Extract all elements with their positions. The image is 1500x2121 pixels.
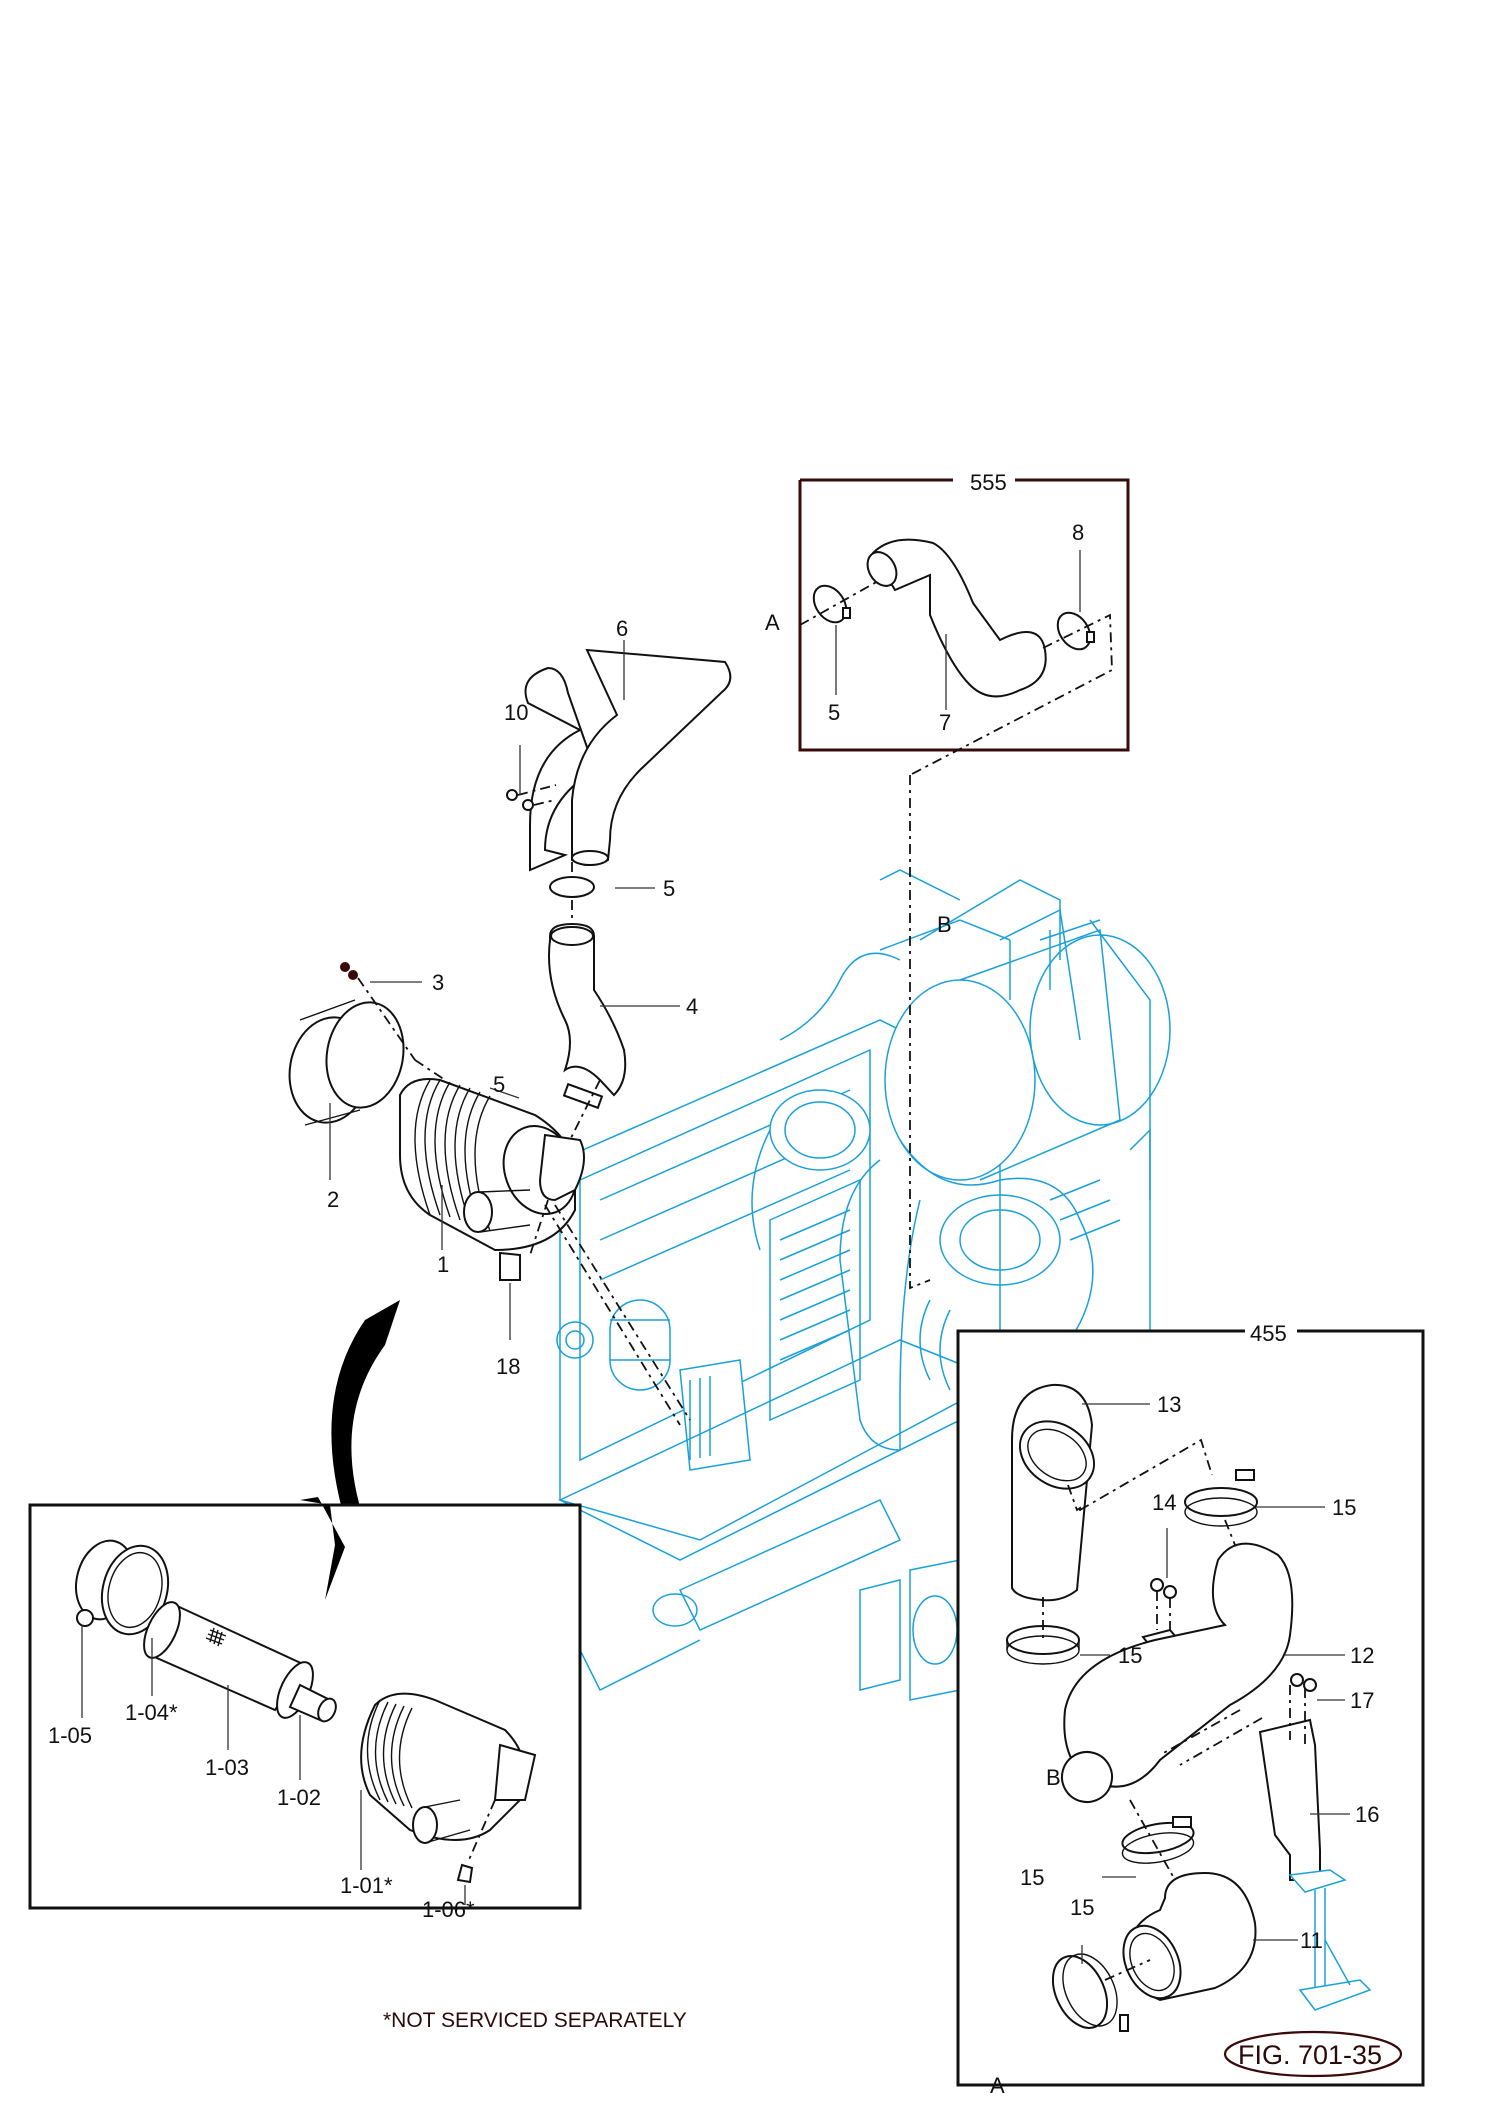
callout-17: 17 bbox=[1350, 1688, 1374, 1713]
footnote: *NOT SERVICED SEPARATELY bbox=[383, 2009, 687, 2032]
view-arrow-a-top: A bbox=[765, 610, 780, 635]
callout-12: 12 bbox=[1350, 1643, 1374, 1668]
view-label-b-inset: B bbox=[1046, 1765, 1061, 1790]
engine-assembly bbox=[556, 869, 1171, 1701]
callout-1-04: 1-04* bbox=[125, 1700, 178, 1725]
callout-1-06: 1-06* bbox=[422, 1897, 475, 1922]
callout-11: 11 bbox=[1300, 1928, 1323, 1953]
callout-10: 10 bbox=[504, 700, 528, 725]
callout-13: 13 bbox=[1157, 1392, 1181, 1417]
callout-15-lower: 15 bbox=[1020, 1865, 1044, 1890]
figure-label-oval bbox=[1223, 2030, 1403, 2078]
callout-8: 8 bbox=[1072, 520, 1084, 545]
view-label-a-top: A bbox=[765, 610, 780, 635]
callout-5-lower: 5 bbox=[493, 1072, 505, 1097]
leader-555-to-engine bbox=[909, 775, 931, 1290]
callout-1: 1 bbox=[437, 1252, 449, 1277]
air-cleaner-detail: 1-05 1-04* 1-03 1-02 1-01* 1-06* bbox=[28, 1497, 582, 1922]
callout-5-inset555: 5 bbox=[828, 700, 840, 725]
callout-1-02: 1-02 bbox=[277, 1785, 321, 1810]
callout-15-bottom: 15 bbox=[1070, 1895, 1094, 1920]
detail-455-title: 455 bbox=[1250, 1321, 1287, 1346]
view-arrow-b-main: B bbox=[937, 912, 952, 937]
callout-6: 6 bbox=[616, 616, 628, 641]
callout-16: 16 bbox=[1355, 1802, 1379, 1827]
detail-555-title: 555 bbox=[970, 470, 1007, 495]
callout-18: 18 bbox=[496, 1354, 520, 1379]
callout-5-upper: 5 bbox=[663, 876, 675, 901]
detail-455: 455 bbox=[956, 1320, 1425, 2098]
callout-1-03: 1-03 bbox=[205, 1755, 249, 1780]
figure-label: FIG. 701-35 bbox=[1238, 2040, 1382, 2070]
callout-7: 7 bbox=[939, 710, 951, 735]
detail-555: 555 5 7 8 bbox=[798, 470, 1130, 776]
callout-3: 3 bbox=[432, 970, 444, 995]
callout-1-01: 1-01* bbox=[340, 1873, 393, 1898]
view-label-b-main: B bbox=[937, 912, 952, 937]
callout-1-05: 1-05 bbox=[48, 1723, 92, 1748]
callout-2: 2 bbox=[327, 1187, 339, 1212]
callout-4: 4 bbox=[686, 994, 698, 1019]
main-parts: 2 1 3 5 5 4 6 10 18 bbox=[288, 616, 732, 1426]
callout-14: 14 bbox=[1152, 1490, 1176, 1515]
callout-15-top: 15 bbox=[1332, 1495, 1356, 1520]
callout-15-mid: 15 bbox=[1118, 1643, 1142, 1668]
view-label-a-inset: A bbox=[990, 2073, 1005, 2098]
